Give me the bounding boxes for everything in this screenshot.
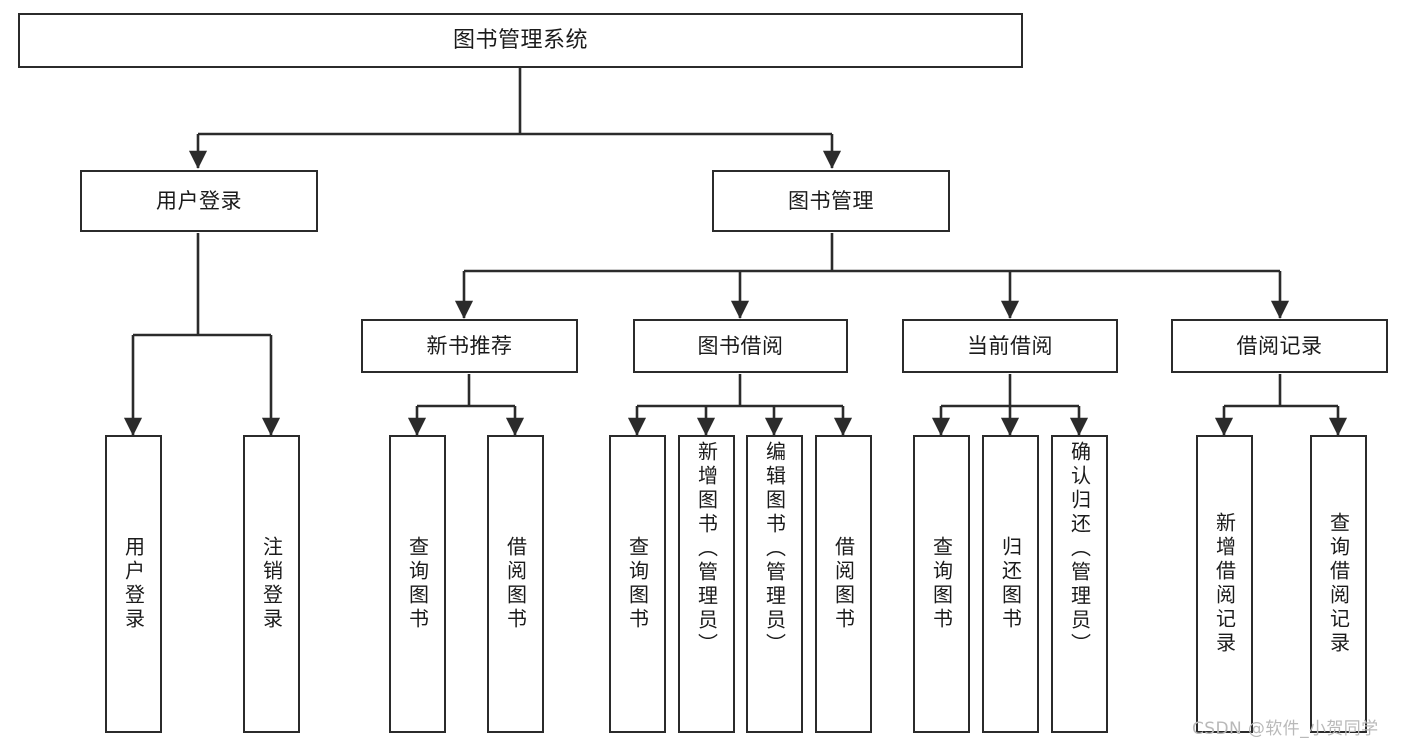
node-label: 图书管理系统 (452, 27, 588, 53)
node-label: 编辑图书（管理员） (762, 441, 787, 657)
node-label: 查询借阅记录 (1326, 512, 1351, 656)
leaf-book-borrow-edit-book-admin[interactable]: 编辑图书（管理员） (746, 435, 803, 733)
node-label: 注销登录 (259, 536, 284, 632)
node-label: 用户登录 (156, 188, 242, 213)
node-book-borrow[interactable]: 图书借阅 (633, 319, 848, 373)
node-label: 用户登录 (121, 536, 146, 632)
leaf-book-borrow-borrow-book[interactable]: 借阅图书 (815, 435, 872, 733)
leaf-borrow-record-add-record[interactable]: 新增借阅记录 (1196, 435, 1253, 733)
node-label: 新增图书（管理员） (694, 441, 719, 657)
node-root-book-management-system[interactable]: 图书管理系统 (18, 13, 1023, 68)
leaf-current-borrow-query-book[interactable]: 查询图书 (913, 435, 970, 733)
node-label: 借阅图书 (503, 536, 528, 632)
node-label: 确认归还（管理员） (1067, 441, 1092, 657)
node-borrow-record[interactable]: 借阅记录 (1171, 319, 1388, 373)
leaf-borrow-record-query-record[interactable]: 查询借阅记录 (1310, 435, 1367, 733)
leaf-book-borrow-query-book[interactable]: 查询图书 (609, 435, 666, 733)
node-label: 新增借阅记录 (1212, 512, 1237, 656)
watermark-text: CSDN @软件_小贺同学 (1192, 719, 1379, 739)
node-label: 查询图书 (929, 536, 954, 632)
node-label: 当前借阅 (967, 333, 1053, 358)
leaf-new-book-query-book[interactable]: 查询图书 (389, 435, 446, 733)
leaf-current-borrow-confirm-return-admin[interactable]: 确认归还（管理员） (1051, 435, 1108, 733)
leaf-new-book-borrow-book[interactable]: 借阅图书 (487, 435, 544, 733)
leaf-current-borrow-return-book[interactable]: 归还图书 (982, 435, 1039, 733)
node-label: 借阅图书 (831, 536, 856, 632)
leaf-book-borrow-add-book-admin[interactable]: 新增图书（管理员） (678, 435, 735, 733)
node-label: 图书借阅 (697, 333, 784, 358)
node-label: 新书推荐 (426, 333, 513, 358)
node-current-borrow[interactable]: 当前借阅 (902, 319, 1118, 373)
node-label: 图书管理 (788, 188, 874, 213)
leaf-user-login-login[interactable]: 用户登录 (105, 435, 162, 733)
node-user-login[interactable]: 用户登录 (80, 170, 318, 232)
node-label: 借阅记录 (1236, 333, 1323, 358)
leaf-user-login-logout[interactable]: 注销登录 (243, 435, 300, 733)
node-label: 查询图书 (405, 536, 430, 632)
node-label: 归还图书 (998, 536, 1023, 632)
node-new-book-recommend[interactable]: 新书推荐 (361, 319, 578, 373)
node-book-management[interactable]: 图书管理 (712, 170, 950, 232)
node-label: 查询图书 (625, 536, 650, 632)
